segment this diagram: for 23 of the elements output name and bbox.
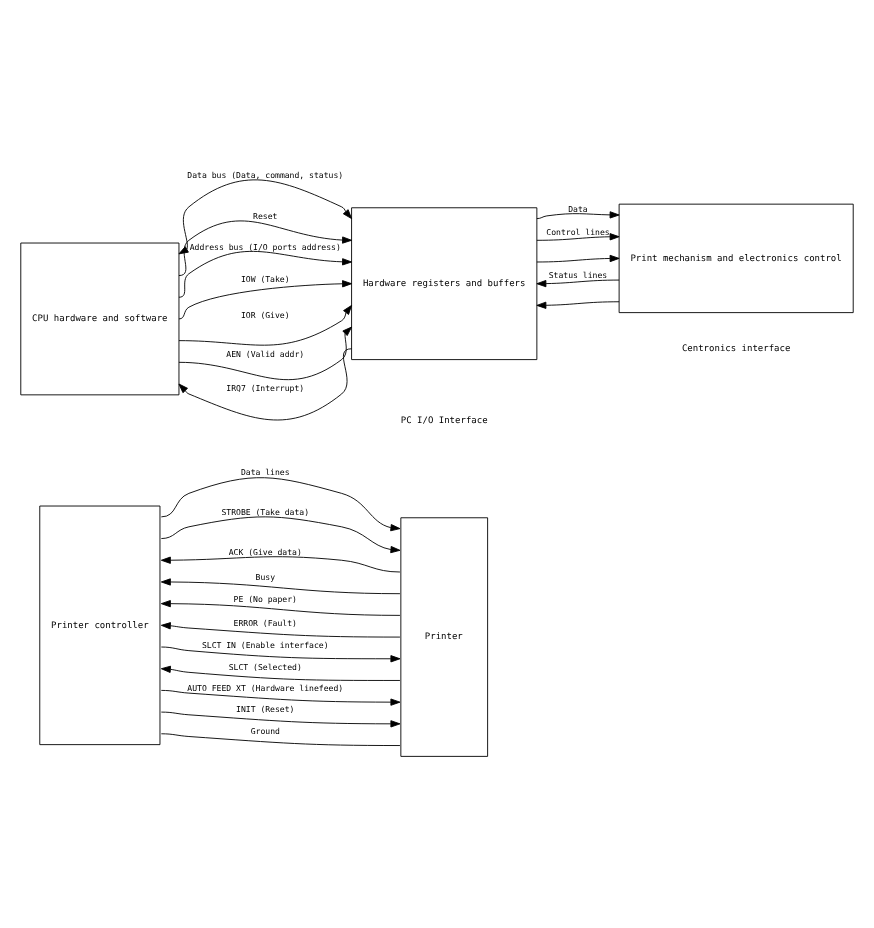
arrow xyxy=(160,556,401,573)
arrow xyxy=(178,348,353,421)
arrow xyxy=(536,301,620,309)
arrow xyxy=(160,711,401,728)
arrow xyxy=(178,304,353,346)
arrow xyxy=(160,665,401,681)
arrow xyxy=(160,600,401,616)
arrow xyxy=(160,646,401,663)
arrow xyxy=(160,622,401,638)
arrow xyxy=(160,477,401,532)
arrow xyxy=(178,179,353,255)
arrow xyxy=(160,516,401,554)
arrow xyxy=(536,254,620,263)
arrow xyxy=(536,211,620,220)
arrow xyxy=(178,280,353,320)
arrow xyxy=(178,326,353,381)
arrow xyxy=(160,578,401,595)
connector xyxy=(160,733,401,746)
arrow xyxy=(536,279,620,288)
arrow xyxy=(178,250,353,298)
arrow xyxy=(178,220,353,276)
arrow xyxy=(536,233,620,241)
arrow xyxy=(160,689,401,706)
